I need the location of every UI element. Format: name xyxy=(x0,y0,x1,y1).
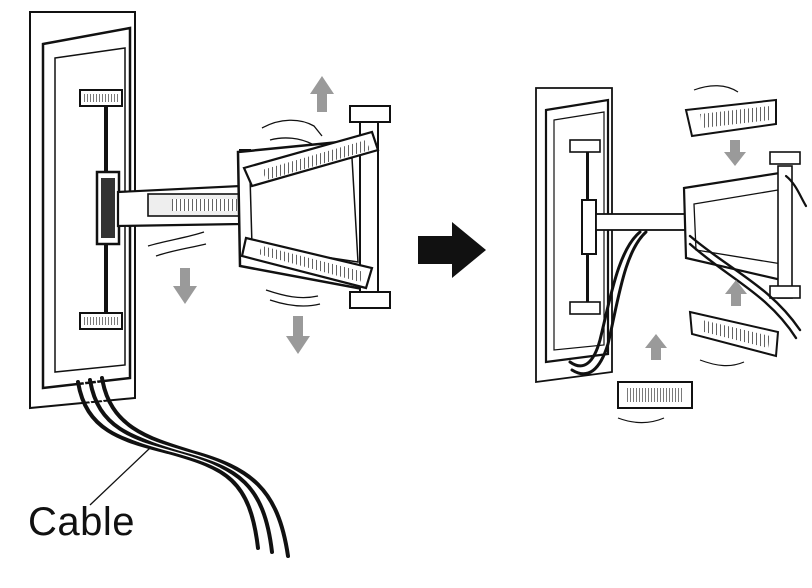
cable-label: Cable xyxy=(28,500,136,544)
cable-cover-bottom-icon xyxy=(240,236,374,290)
wall-panel-icon xyxy=(535,87,613,384)
cable-cover-arm-icon xyxy=(617,381,693,409)
hand-icon xyxy=(147,119,323,307)
arrow-down-icon xyxy=(724,140,746,166)
wall-plate-icon xyxy=(569,139,601,315)
cable-bundle-icon xyxy=(76,376,290,558)
wall-plate-icon xyxy=(79,89,123,330)
arrow-right-icon xyxy=(418,222,486,278)
arrow-up-icon xyxy=(645,334,667,360)
cable-cover-bottom-icon xyxy=(688,310,780,358)
cable-bundle-icon xyxy=(568,174,808,376)
step-1-covers-attached xyxy=(29,11,391,558)
swing-arm-icon xyxy=(116,149,251,261)
arrow-down-icon xyxy=(286,316,310,354)
hand-icon xyxy=(617,85,745,424)
arrow-up-icon xyxy=(310,76,334,112)
arrow-down-icon xyxy=(173,268,197,304)
cable-cover-top-icon xyxy=(242,130,380,188)
cable-cover-top-icon xyxy=(684,98,777,138)
tv-bracket-icon xyxy=(682,151,801,299)
swing-arm-icon xyxy=(595,213,689,231)
cable-leader-line xyxy=(89,447,151,506)
step-2-covers-removed xyxy=(535,85,808,424)
arrow-up-icon xyxy=(725,280,747,306)
